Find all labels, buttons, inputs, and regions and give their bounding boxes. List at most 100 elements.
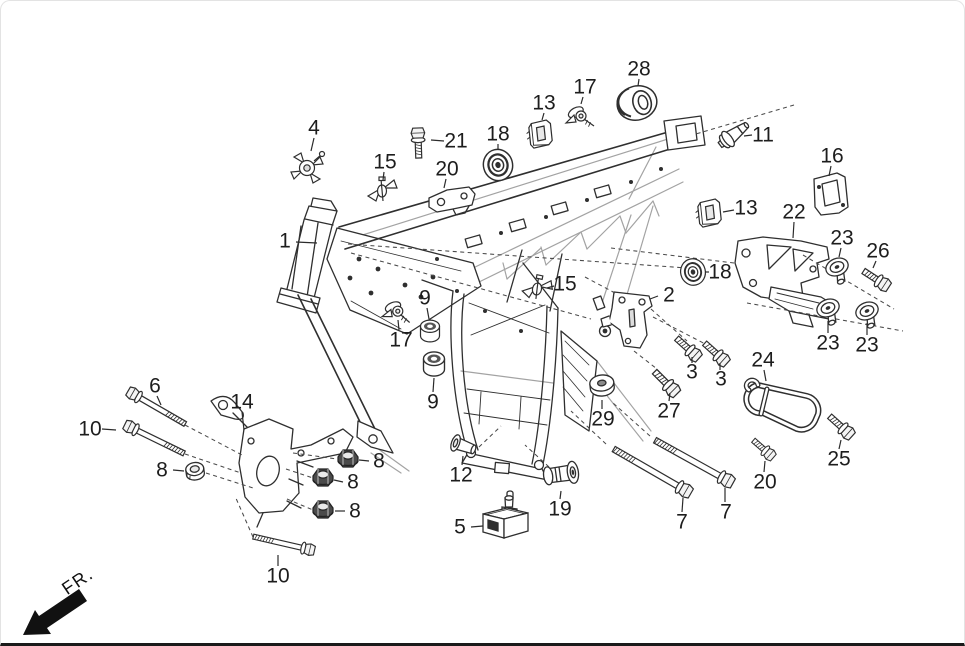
callout-label-27: 27 (657, 400, 680, 423)
part-20-glyph (748, 435, 778, 463)
construction-line (584, 276, 616, 294)
callout-leader-15 (382, 171, 385, 181)
part-8-glyph (337, 449, 359, 468)
callout-label-25: 25 (827, 448, 850, 471)
callout-leader-16 (828, 165, 832, 177)
callout-leader-17 (397, 319, 400, 331)
part-10-glyph (121, 418, 188, 460)
callout-leader-14 (241, 411, 245, 431)
callout-label-9: 9 (419, 287, 431, 310)
part-3-glyph (699, 337, 733, 370)
callout-label-18: 18 (486, 123, 509, 146)
construction-line (746, 302, 904, 332)
callout-leader-23 (838, 247, 842, 258)
callout-label-1: 1 (279, 230, 291, 253)
callout-label-2: 2 (663, 284, 675, 307)
construction-line (570, 410, 607, 445)
part-9-glyph (419, 319, 441, 343)
part-26-glyph (859, 264, 894, 294)
callout-leader-12 (461, 455, 464, 466)
part-2-bracket-glyph (600, 291, 653, 349)
part-20-bracket-glyph (428, 186, 476, 216)
callout-leader-10 (101, 428, 117, 431)
callout-leader-13 (541, 112, 545, 121)
construction-line (633, 350, 658, 370)
callout-label-21: 21 (444, 130, 467, 153)
callout-label-13: 13 (734, 197, 757, 220)
callout-leader-6 (156, 395, 162, 406)
frame-rear-hanger (560, 295, 612, 432)
part-8-glyph (312, 500, 334, 519)
callout-label-14: 14 (230, 391, 254, 414)
part-19-glyph (541, 460, 581, 488)
callout-label-23: 23 (816, 332, 839, 355)
part-15-glyph (367, 176, 398, 202)
part-21-glyph (410, 127, 427, 159)
callout-label-15: 15 (553, 273, 576, 296)
callout-leader-25 (838, 439, 842, 450)
callout-leader-20 (763, 460, 766, 473)
callout-leader-7 (681, 497, 684, 513)
callout-label-20: 20 (753, 471, 776, 494)
callout-label-12: 12 (449, 464, 472, 487)
callout-label-20: 20 (435, 158, 458, 181)
callout-label-28: 28 (627, 58, 650, 81)
callout-leader-4 (310, 137, 315, 152)
callout-leader-22 (792, 221, 795, 239)
part-18-glyph (676, 255, 710, 289)
part-24-clip-glyph (743, 377, 822, 433)
part-glyphs (121, 80, 894, 558)
construction-line (286, 498, 314, 511)
construction-line (612, 402, 651, 437)
callout-label-8: 8 (347, 471, 359, 494)
frame-spine-brackets (435, 167, 663, 333)
part-13-glyph (693, 198, 723, 229)
construction-line (184, 424, 245, 457)
callout-leader-8 (172, 469, 185, 472)
part-27-glyph (648, 365, 683, 400)
callout-label-23: 23 (830, 227, 853, 250)
callout-label-18: 18 (708, 261, 731, 284)
callout-leader-5 (470, 525, 484, 528)
callout-label-24: 24 (751, 349, 775, 372)
callout-label-15: 15 (373, 151, 396, 174)
construction-line (695, 104, 795, 135)
callout-label-7: 7 (720, 501, 732, 524)
callout-label-6: 6 (149, 375, 161, 398)
callout-label-22: 22 (782, 201, 805, 224)
callout-leader-27 (668, 392, 671, 402)
part-4-glyph (290, 150, 326, 184)
construction-line (610, 247, 735, 264)
callout-label-8: 8 (373, 450, 385, 473)
construction-line (524, 444, 550, 468)
part-14-bracket-glyph (210, 395, 354, 528)
fr-direction: FR. (23, 563, 97, 635)
callout-leader-21 (430, 139, 445, 142)
callout-label-10: 10 (78, 418, 101, 441)
part-3-glyph (671, 332, 705, 365)
callout-leader-17 (580, 96, 584, 105)
callout-label-3: 3 (686, 361, 698, 384)
part-28-glyph (612, 80, 662, 126)
construction-line (205, 472, 254, 489)
part-13-glyph (524, 119, 554, 150)
part-17-glyph (565, 103, 595, 128)
construction-lines (184, 104, 904, 538)
callout-leader-19 (559, 490, 562, 500)
callout-leader-13 (722, 209, 735, 213)
construction-line (184, 453, 242, 474)
callout-label-13: 13 (532, 92, 555, 115)
construction-line (350, 252, 592, 320)
callout-leader-26 (872, 260, 877, 269)
callout-label-17: 17 (389, 329, 412, 352)
callout-leader-11 (743, 134, 753, 137)
part-8-glyph (184, 460, 206, 482)
part-23-glyph (852, 298, 885, 332)
callout-label-5: 5 (454, 516, 466, 539)
callout-label-4: 4 (308, 117, 320, 140)
callout-label-17: 17 (573, 76, 596, 99)
callout-label-8: 8 (349, 500, 361, 523)
